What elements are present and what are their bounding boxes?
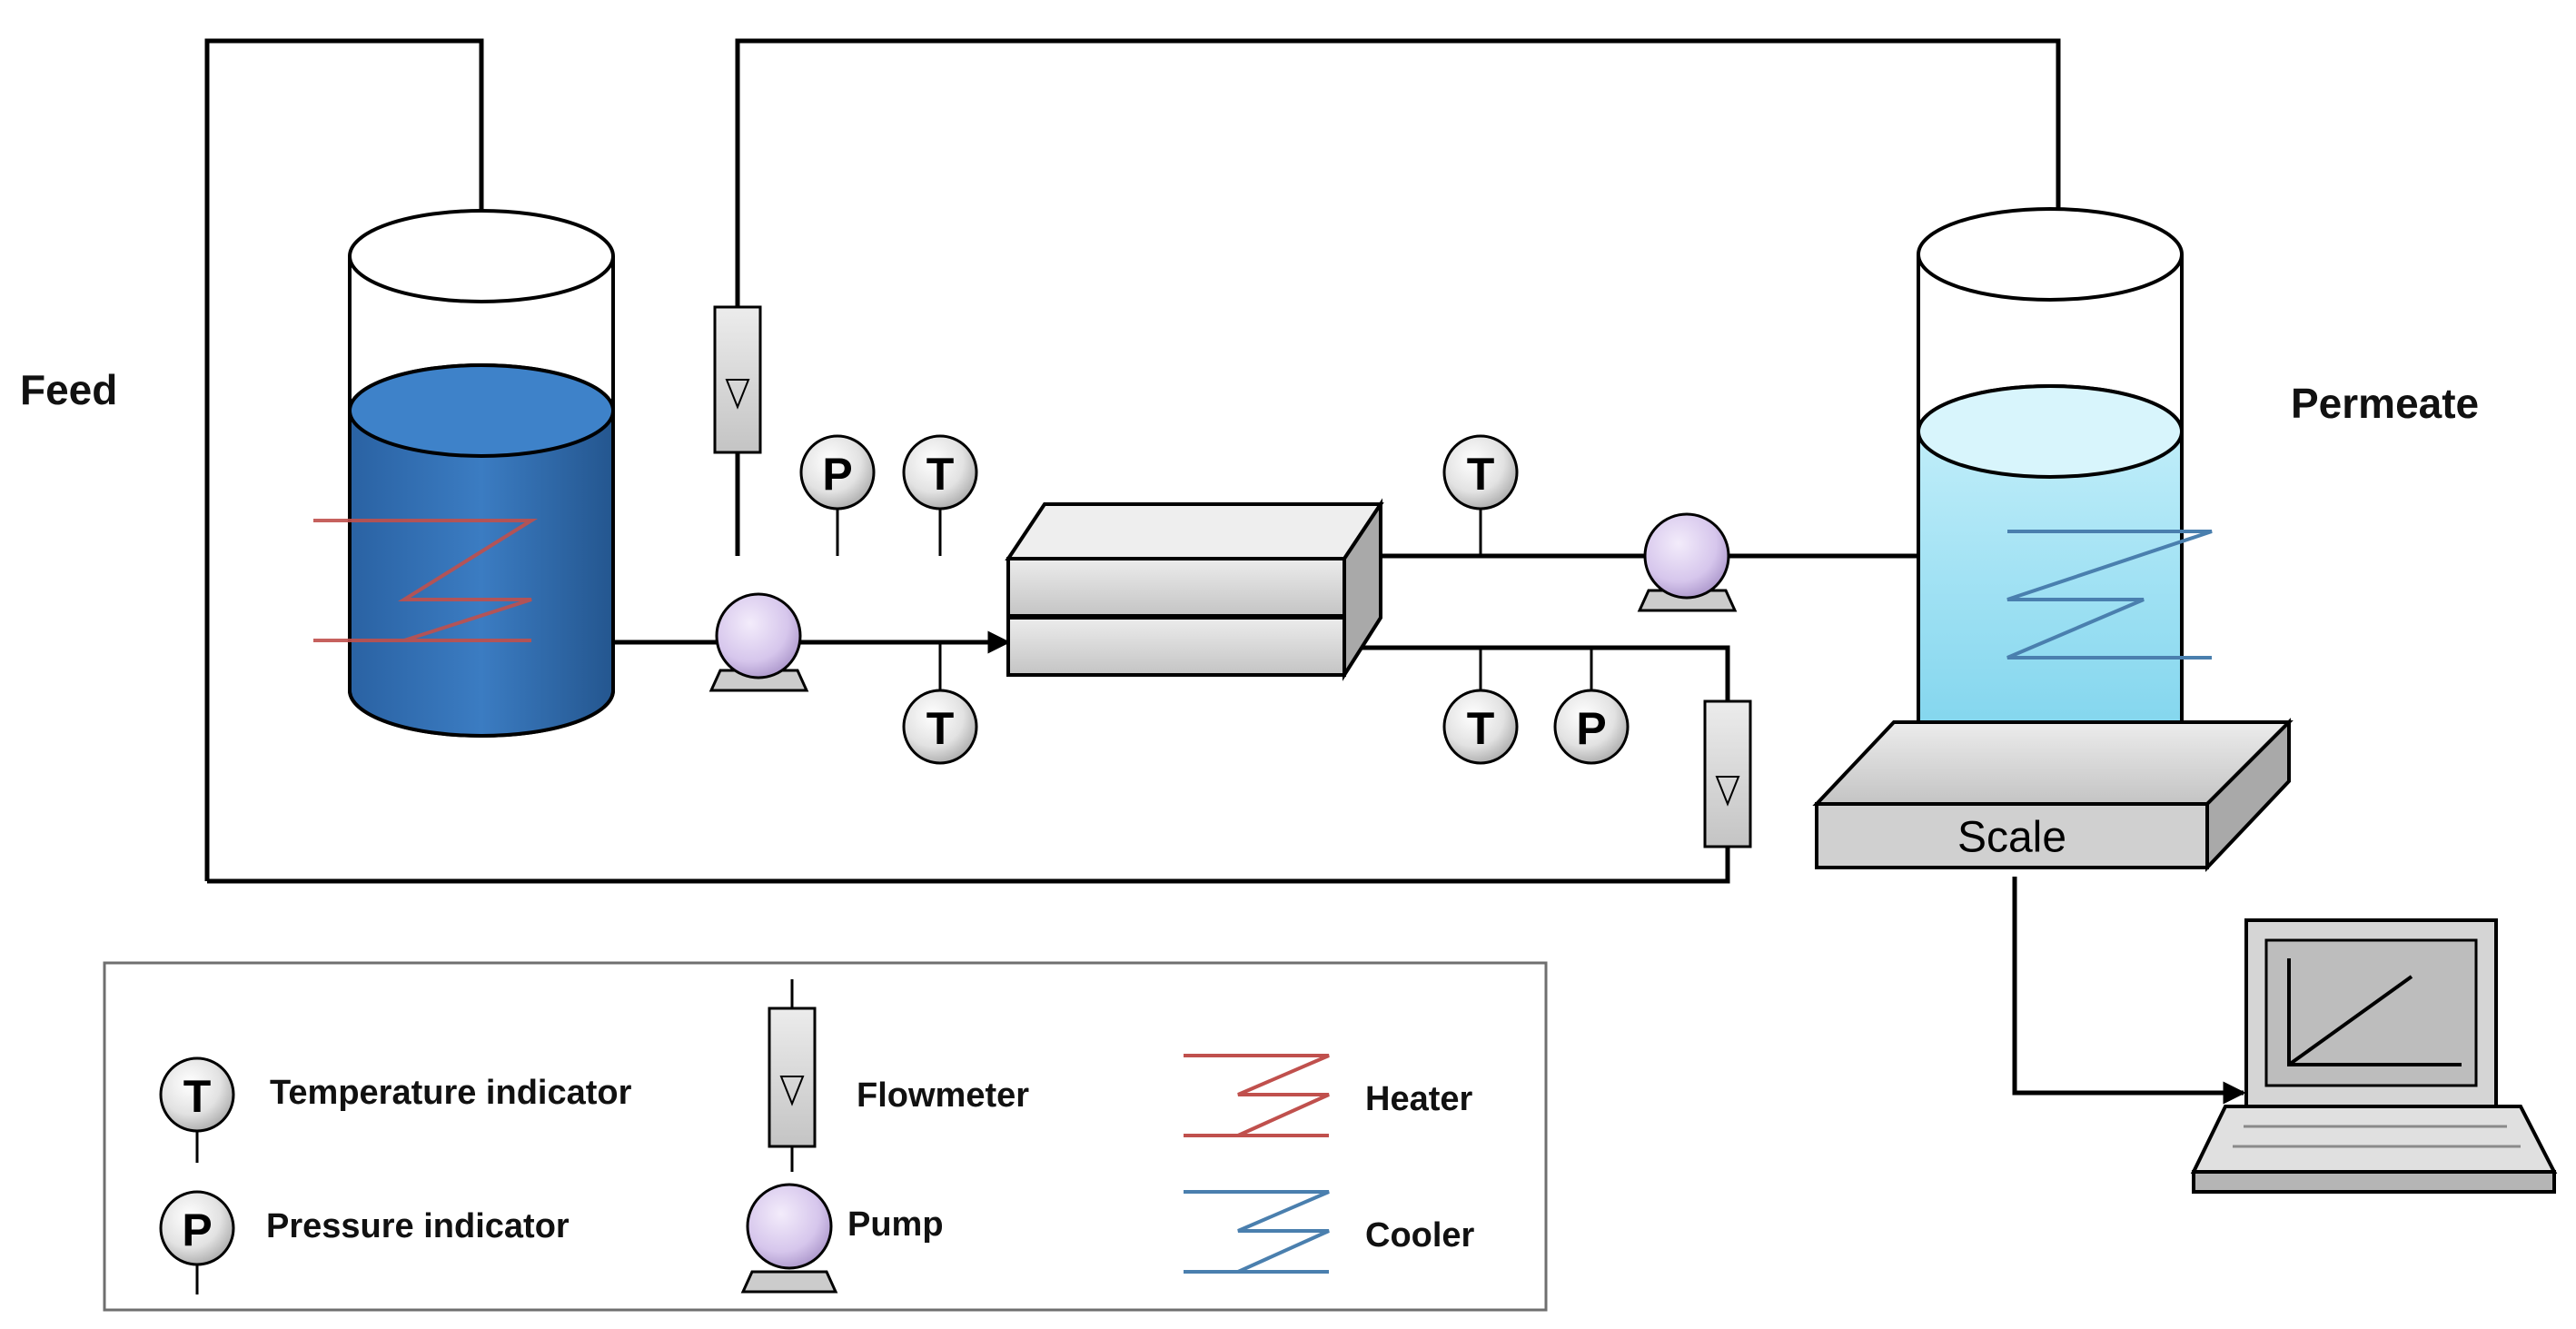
legend-heater: Heater [1184, 1054, 1472, 1137]
legend-temperature-label: Temperature indicator [270, 1074, 632, 1112]
temperature-indicator-feed-outlet: T [1442, 648, 1519, 765]
legend-flowmeter-label: Flowmeter [857, 1076, 1029, 1115]
pressure-indicator-feed-inlet: P [1553, 648, 1630, 765]
svg-text:T: T [1467, 449, 1495, 500]
legend-temperature-indicator: T Temperature indicator [159, 1056, 632, 1163]
flowmeter-feed-icon [1703, 699, 1752, 848]
permeate-tank [1917, 207, 2213, 781]
pump-permeate-icon [1637, 512, 1738, 612]
pressure-indicator-icon [159, 1190, 235, 1266]
scale-label: Scale [1957, 814, 2066, 862]
legend-pump: Pump [740, 1183, 944, 1294]
pump-icon [746, 1183, 833, 1270]
svg-text:T: T [1467, 703, 1495, 754]
legend-cooler: Cooler [1184, 1190, 1475, 1274]
legend-flowmeter: Flowmeter [768, 979, 1029, 1172]
legend-pressure-indicator: P Pressure indicator [159, 1190, 570, 1294]
permeate-label: Permeate [2291, 380, 2479, 427]
heater-legend-icon [1184, 1054, 1330, 1137]
membrane-module [1005, 498, 1384, 681]
legend-pump-label: Pump [847, 1205, 944, 1244]
feed-label: Feed [20, 366, 117, 413]
scale: Scale [1812, 718, 2294, 873]
feed-return-line [204, 38, 493, 881]
legend-heater-label: Heater [1365, 1080, 1472, 1118]
temperature-indicator-icon [159, 1056, 235, 1133]
svg-text:P: P [1576, 703, 1606, 754]
cooler-legend-icon [1184, 1190, 1330, 1274]
laptop-icon [2190, 918, 2558, 1194]
svg-text:T: T [926, 703, 955, 754]
svg-text:P: P [822, 449, 852, 500]
legend: T Temperature indicator P Pressure indic… [103, 961, 1548, 1312]
flowmeter-permeate-icon [713, 305, 762, 454]
heater-coil-icon [313, 519, 539, 642]
pressure-indicator-feed-outlet: P [799, 434, 876, 556]
cooler-coil-icon [2006, 530, 2213, 660]
pump-feed-icon [708, 592, 809, 692]
legend-cooler-label: Cooler [1365, 1216, 1475, 1255]
temperature-indicator-permeate-outlet: T [902, 434, 978, 556]
svg-text:T: T [926, 449, 955, 500]
feed-tank [313, 209, 615, 738]
svg-text:T: T [183, 1071, 212, 1122]
legend-pressure-label: Pressure indicator [266, 1207, 570, 1245]
data-cable [2012, 877, 2246, 1105]
temperature-indicator-permeate-inlet: T [1442, 434, 1519, 556]
temperature-indicator-feed-inlet: T [902, 642, 978, 765]
permeate-return-line [735, 38, 2070, 556]
svg-text:P: P [182, 1205, 212, 1255]
